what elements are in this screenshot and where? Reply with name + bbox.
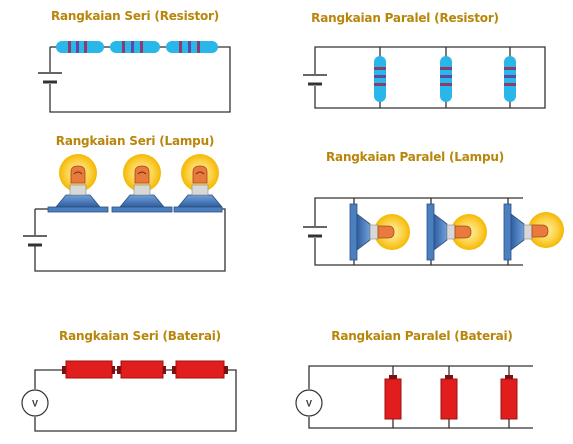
- lamp-parallel-1: [349, 203, 410, 261]
- series-lamp-circuit: [34, 208, 226, 272]
- voltmeter-parallel: V: [295, 389, 323, 417]
- lamp-series-2: [111, 154, 173, 213]
- voltmeter-series: V: [21, 389, 49, 417]
- voltmeter-label: V: [306, 399, 312, 409]
- resistor-parallel-2: [440, 56, 452, 102]
- lamp-series-1: [47, 154, 109, 213]
- battery-symbol: [38, 72, 62, 84]
- resistor-series-1: [56, 41, 104, 53]
- title-series-lamp: Rangkaian Seri (Lampu): [55, 134, 215, 148]
- lamp-series-3: [173, 154, 223, 213]
- resistor-series-3: [166, 41, 218, 53]
- battery-parallel-1: [384, 375, 402, 420]
- lamp-parallel-2: [426, 203, 487, 261]
- series-battery-circuit: [34, 369, 237, 432]
- battery-symbol: [23, 235, 47, 247]
- resistor-parallel-1: [374, 56, 386, 102]
- title-parallel-battery: Rangkaian Paralel (Baterai): [331, 329, 513, 343]
- resistor-series-2: [110, 41, 160, 53]
- battery-parallel-3: [500, 375, 518, 420]
- title-parallel-resistor: Rangkaian Paralel (Resistor): [311, 11, 499, 25]
- voltmeter-label: V: [32, 399, 38, 409]
- title-series-battery: Rangkaian Seri (Baterai): [59, 329, 221, 343]
- resistor-parallel-3: [504, 56, 516, 102]
- series-resistor-circuit: [49, 46, 231, 113]
- battery-series-2: [117, 360, 166, 379]
- title-parallel-lamp: Rangkaian Paralel (Lampu): [326, 150, 504, 164]
- battery-series-3: [172, 360, 228, 379]
- battery-parallel-2: [440, 375, 458, 420]
- title-series-resistor: Rangkaian Seri (Resistor): [50, 9, 220, 23]
- battery-symbol: [303, 226, 327, 238]
- battery-series-1: [62, 360, 115, 379]
- lamp-parallel-3: [503, 203, 564, 261]
- parallel-battery-circuit: [308, 365, 533, 429]
- battery-symbol: [303, 74, 327, 86]
- parallel-lamp-circuit: [314, 197, 523, 266]
